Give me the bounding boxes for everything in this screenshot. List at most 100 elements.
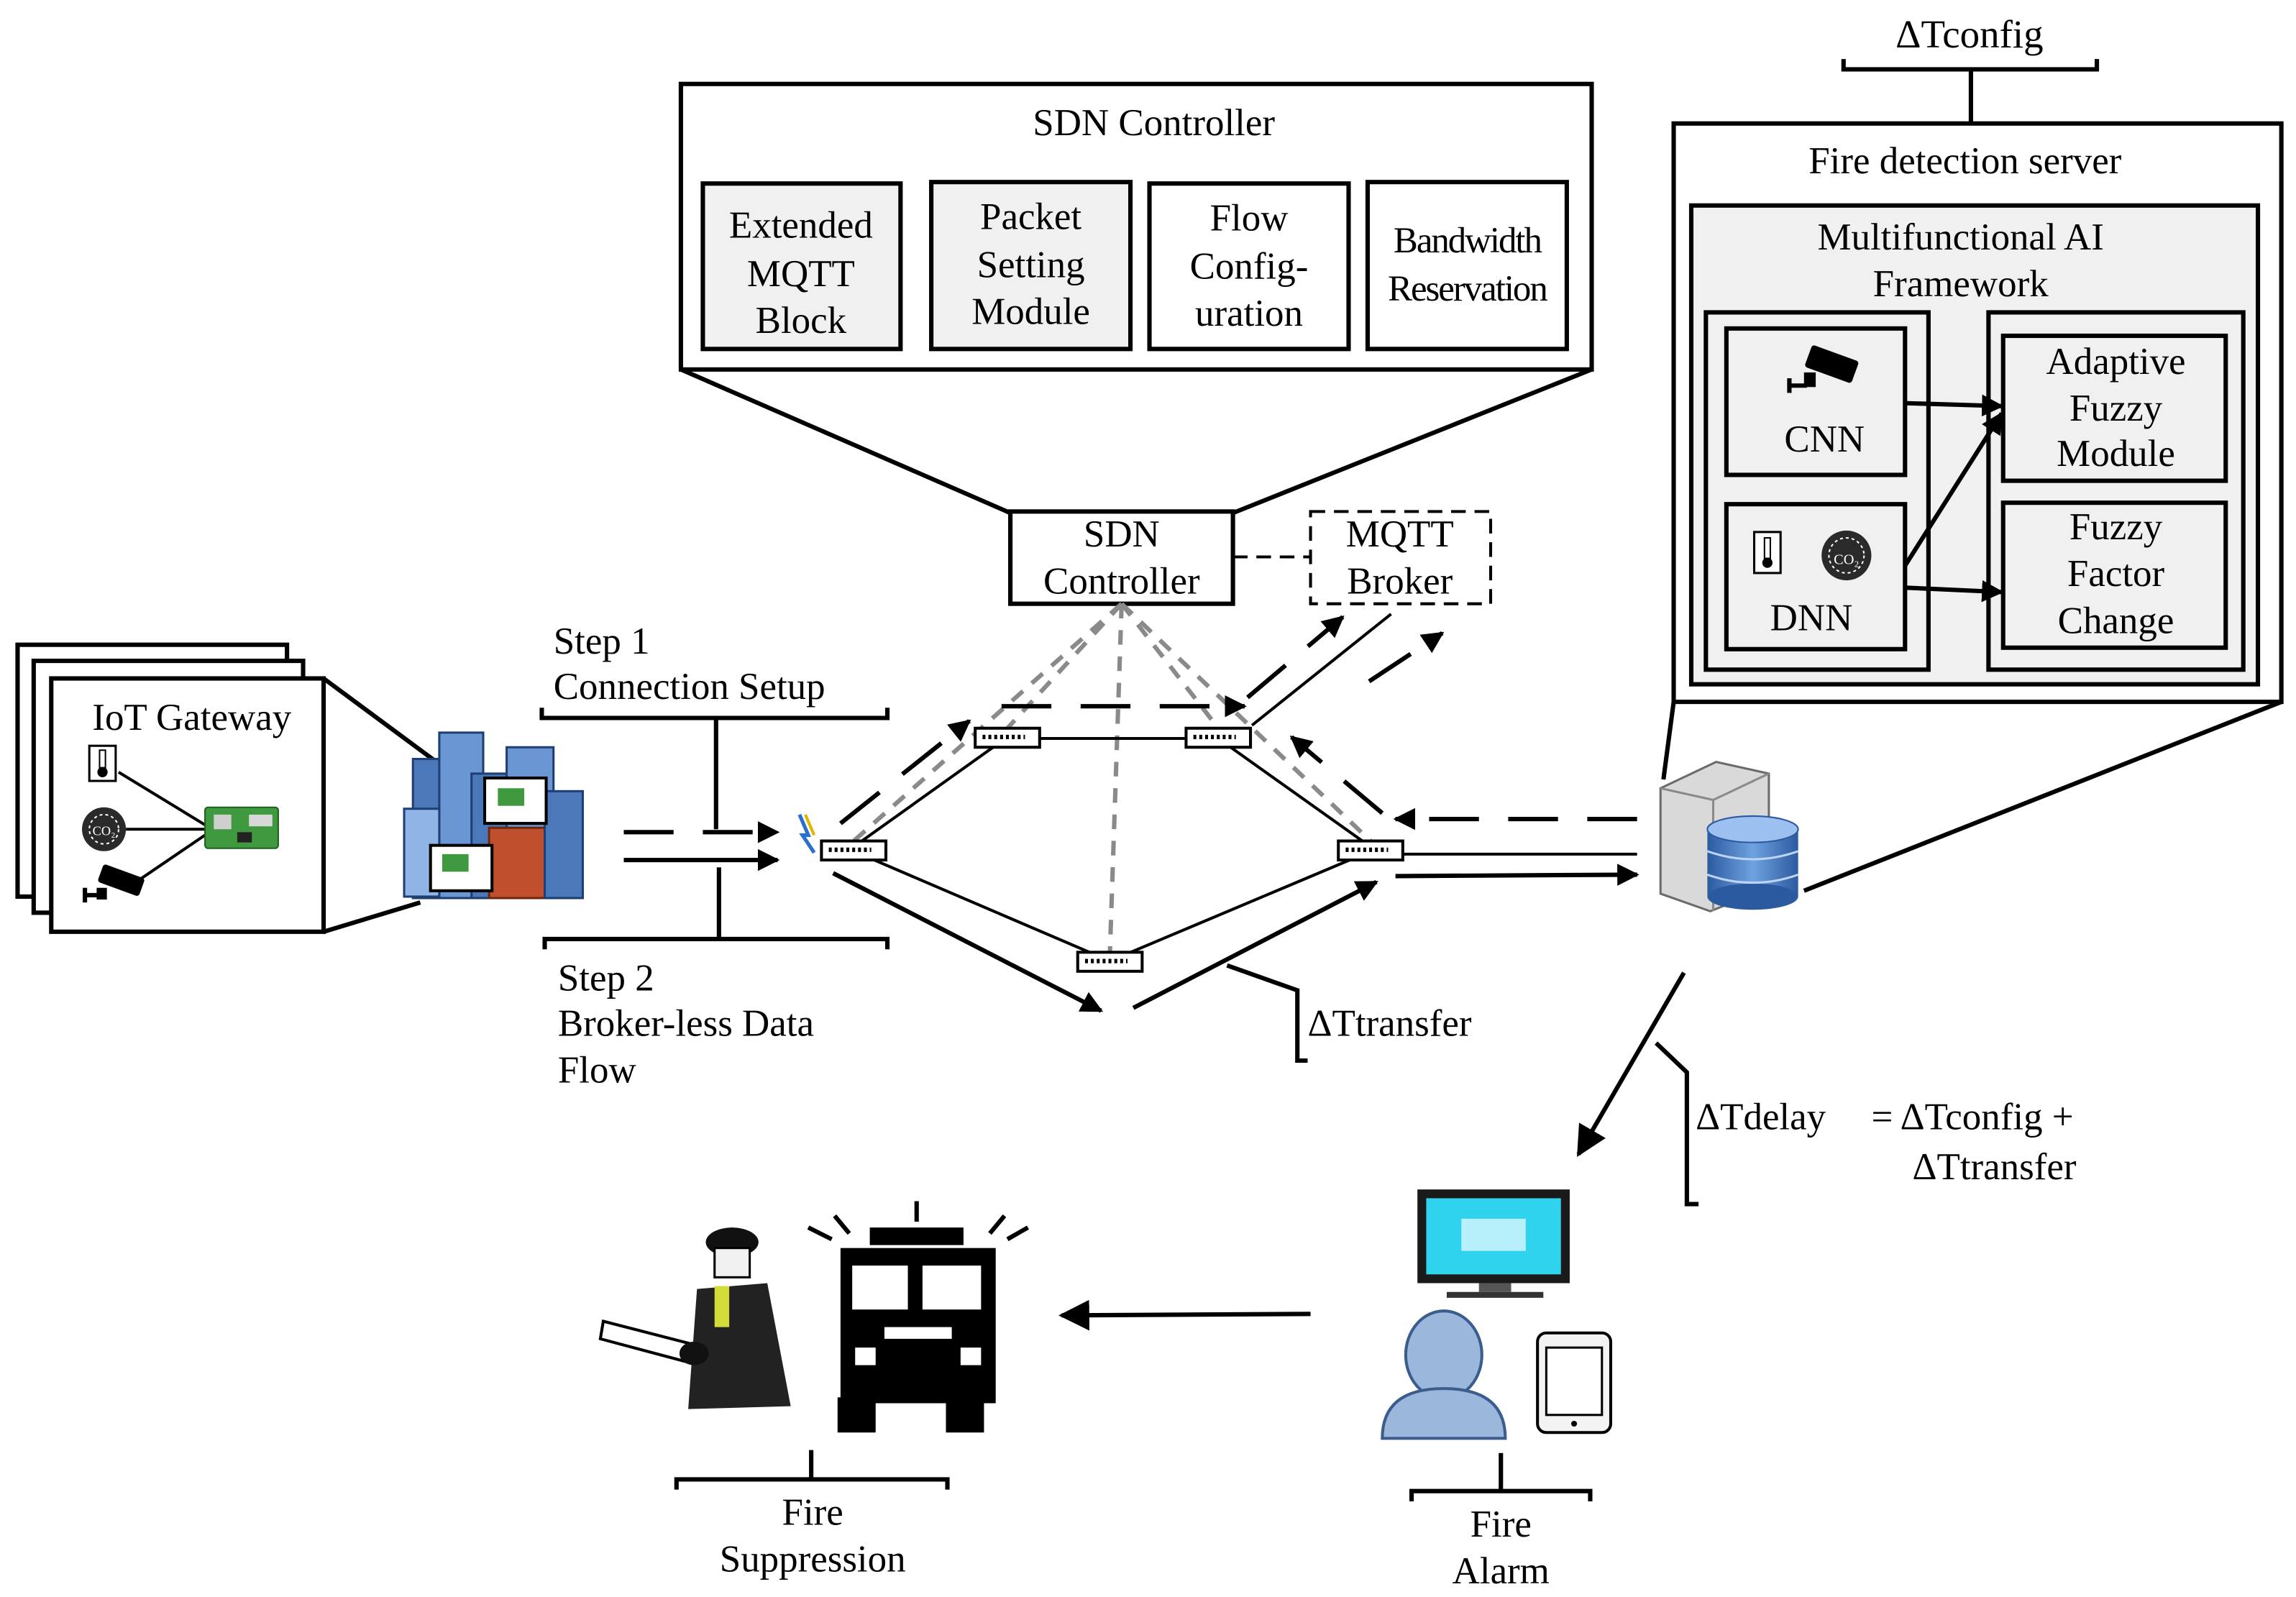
database-server-icon [1659, 760, 1799, 912]
arrow-dnn-to-fuzzy-factor [1905, 580, 2004, 603]
arrow-setup [838, 719, 971, 825]
suppression-bracket [674, 1477, 950, 1490]
raspberry-pi-icon [204, 806, 279, 849]
module-line: uration [1195, 293, 1303, 334]
sensor-link-temp [117, 771, 206, 826]
thermometer-icon [1753, 531, 1782, 575]
controller-line: SDN [1084, 513, 1160, 555]
module-extended-mqtt: Extended MQTT Block [700, 181, 903, 352]
arrow-data-down [832, 871, 1104, 1013]
suppression-line: Fire [782, 1492, 843, 1534]
arrow-alarm-to-suppression [1058, 1299, 1311, 1331]
step2-line: Broker-less Data [558, 1002, 814, 1044]
fuzzy-factor-line: Fuzzy [2069, 506, 2163, 548]
fire-truck-icon [807, 1201, 1030, 1433]
module-line: Extended [729, 205, 873, 247]
arrow-server-to-alarm [1576, 971, 1686, 1158]
adaptive-fuzzy-box [2000, 333, 2228, 483]
module-box [1147, 181, 1351, 352]
delay-lhs: ΔTdelay [1696, 1097, 1826, 1138]
transfer-timing: ΔTtransfer [1226, 963, 1472, 1063]
dnn-label: DNN [1770, 597, 1853, 639]
module-box [700, 181, 903, 352]
adaptive-line: Adaptive [2046, 341, 2186, 383]
fuzzy-factor-line: Change [2058, 600, 2174, 641]
thermometer-icon [88, 744, 117, 782]
mqtt-broker-node [1309, 510, 1493, 605]
link [853, 849, 1111, 963]
server-zoom-line-right [1803, 700, 2282, 893]
module-line: MQTT [747, 253, 855, 295]
gateway-zoom-line-bottom [323, 900, 421, 934]
arrow-dnn-to-adaptive [1903, 411, 2004, 567]
config-timing: ΔTconfig [1841, 12, 2100, 124]
network-switch [1076, 951, 1144, 973]
network-switch [974, 726, 1041, 749]
module-box [1365, 180, 1569, 352]
zoom-line-right [1232, 367, 1593, 516]
co2-gauge-icon: CO₂ [1821, 530, 1872, 581]
step1-bracket [539, 708, 890, 720]
delay-rhs-line2: ΔTtransfer [1912, 1146, 2076, 1188]
arrow-cnn-to-adaptive [1905, 394, 2004, 417]
zoom-line-left [680, 367, 1012, 516]
control-line [1005, 602, 1124, 730]
smart-building-icon [403, 731, 584, 900]
cctv-camera-icon [83, 864, 145, 903]
module-line: Setting [977, 244, 1085, 286]
co2-text: CO₂ [1834, 552, 1859, 568]
link-to-broker [1250, 613, 1392, 727]
co2-gauge-icon: CO₂ [82, 807, 127, 851]
delay-bracket [1655, 1041, 1699, 1207]
module-line: Packet [980, 196, 1081, 237]
control-line [1120, 602, 1373, 843]
arrow-setup-back [1289, 735, 1384, 815]
wireless-signal-icon [797, 813, 816, 854]
fire-suppression-unit: Fire Suppression [598, 1201, 1030, 1580]
step1-line: Step 1 [554, 621, 650, 662]
module-packet-setting: Packet Setting Module [929, 180, 1133, 352]
network-switch [1337, 839, 1404, 862]
control-line [1107, 603, 1124, 953]
control-line [1120, 602, 1220, 730]
server-zoom-line-left [1661, 701, 1676, 780]
link [1109, 849, 1371, 963]
adaptive-line: Module [2057, 433, 2175, 475]
step2-brokerless-flow: Step 2 Broker-less Data Flow [542, 867, 890, 1092]
module-line: Flow [1210, 197, 1289, 239]
link [853, 736, 1009, 848]
alarm-line: Fire [1471, 1504, 1532, 1545]
step1-connection-setup: Step 1 Connection Setup [539, 621, 890, 830]
module-line: Module [971, 291, 1090, 333]
controller-line: Controller [1043, 560, 1200, 602]
step1-line: Connection Setup [554, 666, 825, 708]
arrow-data-to-server [1395, 864, 1639, 886]
config-bracket [1841, 59, 2100, 72]
fuzzy-factor-line: Factor [2067, 553, 2165, 595]
fire-detection-server-panel: Fire detection server Multifunctional AI… [1661, 121, 2284, 893]
suppression-line: Suppression [720, 1539, 906, 1580]
transfer-label: ΔTtransfer [1307, 1002, 1471, 1044]
sdn-network: SDN Controller MQTT Broker [797, 509, 1639, 1013]
arrow-data-up [1132, 879, 1378, 1010]
config-timing-label: ΔTconfig [1895, 12, 2044, 56]
arrow-setup-to-broker [1245, 615, 1345, 700]
adaptive-line: Fuzzy [2069, 388, 2163, 429]
framework-line: Framework [1873, 263, 2049, 305]
step2-line: Step 2 [558, 957, 654, 999]
co2-text: CO₂ [93, 823, 116, 838]
monitor-icon [1417, 1189, 1570, 1298]
module-line: Config- [1190, 246, 1309, 288]
transfer-bracket [1226, 963, 1308, 1063]
broker-line: Broker [1347, 560, 1453, 602]
sdn-panel-title: SDN Controller [1033, 102, 1275, 144]
iot-gateway: IoT Gateway CO₂ [15, 642, 438, 934]
user-icon [1381, 1309, 1507, 1440]
network-switch [1184, 726, 1253, 749]
module-line: Reservation [1388, 269, 1547, 309]
smartphone-icon [1536, 1331, 1613, 1434]
gateway-title: IoT Gateway [92, 697, 291, 738]
sdn-controller-panel: SDN Controller Extended MQTT Block Packe… [678, 81, 1594, 516]
network-switch [820, 839, 888, 862]
fuzzy-factor-box [2000, 500, 2228, 650]
